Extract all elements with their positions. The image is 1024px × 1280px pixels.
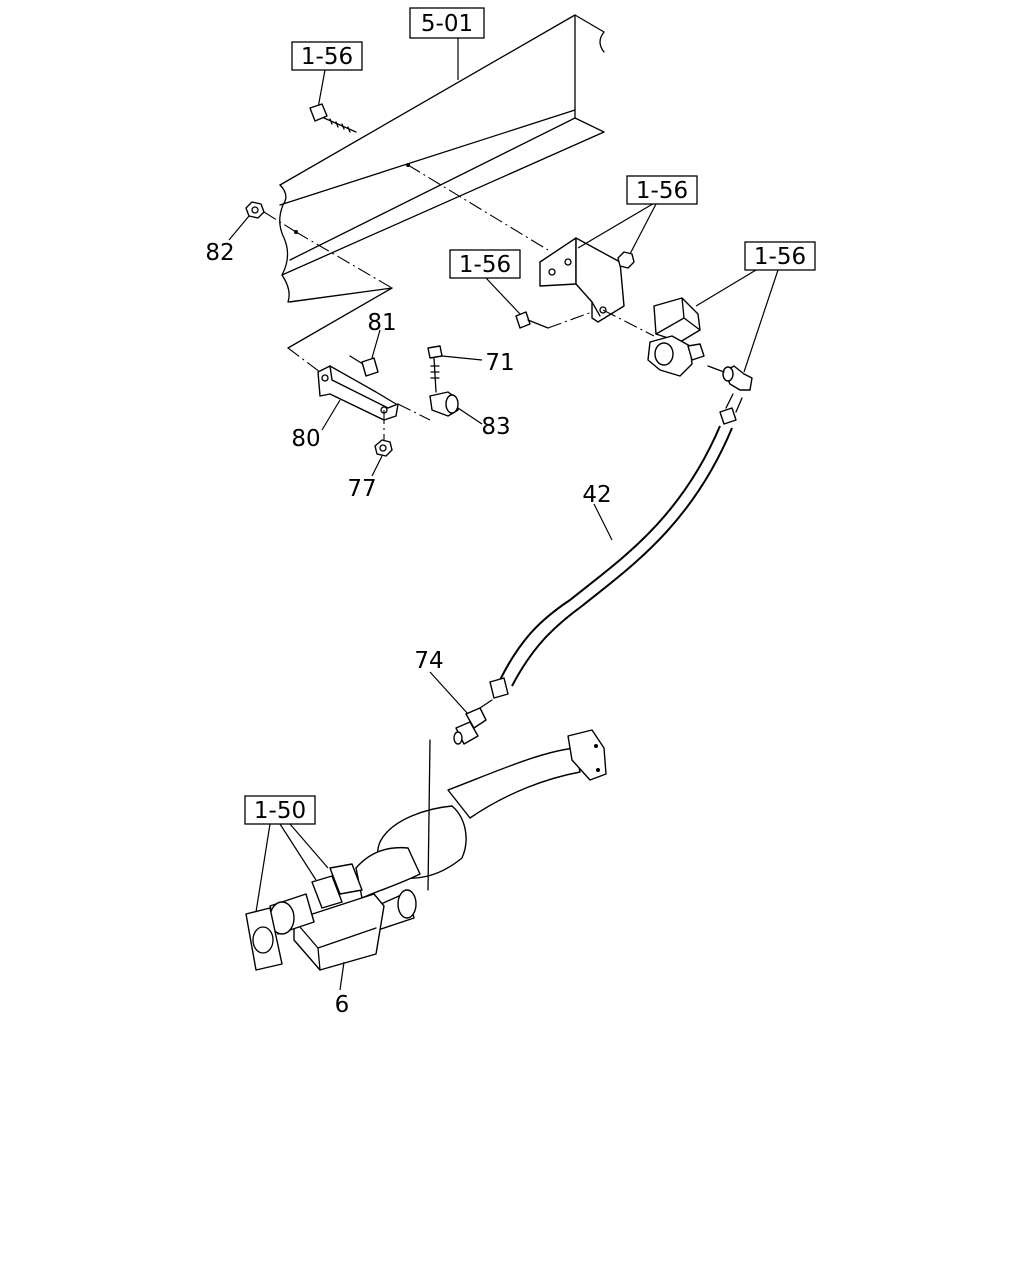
ref-label-1-56-upper-right: 1-56 — [636, 178, 688, 204]
ref-label-5-01: 5-01 — [421, 11, 473, 37]
ref-label-1-56-right: 1-56 — [754, 244, 806, 270]
exhaust-pipe — [355, 729, 607, 899]
valve-assembly — [647, 297, 705, 377]
nut-82-icon — [245, 201, 265, 219]
flange-bolt-icon — [309, 103, 357, 133]
ref-box-1-56-upper-right[interactable]: 1-56 — [626, 175, 698, 205]
ref-label-1-56-mid: 1-56 — [459, 252, 511, 278]
callout-6: 6 — [335, 992, 350, 1018]
callout-77: 77 — [347, 476, 376, 502]
bracket-80 — [317, 365, 399, 421]
nut-77-icon — [374, 439, 393, 457]
callout-81: 81 — [367, 310, 396, 336]
ref-box-1-56-mid[interactable]: 1-56 — [449, 249, 521, 279]
exhaust-brake-6 — [245, 863, 385, 971]
callout-83: 83 — [481, 414, 510, 440]
ref-box-1-50[interactable]: 1-50 — [244, 795, 316, 825]
clamp-83-icon — [429, 391, 459, 417]
bolt-81-icon — [349, 355, 379, 377]
ref-box-1-56-right[interactable]: 1-56 — [744, 241, 816, 271]
callout-74: 74 — [414, 648, 443, 674]
ref-box-1-56-top[interactable]: 1-56 — [291, 41, 363, 71]
exhaust-stub — [371, 739, 431, 931]
ref-box-5-01[interactable]: 5-01 — [409, 7, 485, 39]
callout-82: 82 — [205, 240, 234, 266]
callout-42: 42 — [582, 482, 611, 508]
mount-bracket — [539, 237, 625, 323]
callout-80: 80 — [291, 426, 320, 452]
bolt-71-icon — [427, 345, 443, 393]
nut-icon — [617, 251, 635, 269]
ref-label-1-50: 1-50 — [254, 798, 306, 824]
callout-71: 71 — [485, 350, 514, 376]
elbow-fitting-icon — [707, 365, 753, 391]
ref-label-1-56-top: 1-56 — [301, 44, 353, 70]
bolt-icon — [515, 311, 549, 329]
fitting-74-icon — [453, 699, 493, 745]
hose-42 — [489, 393, 743, 699]
